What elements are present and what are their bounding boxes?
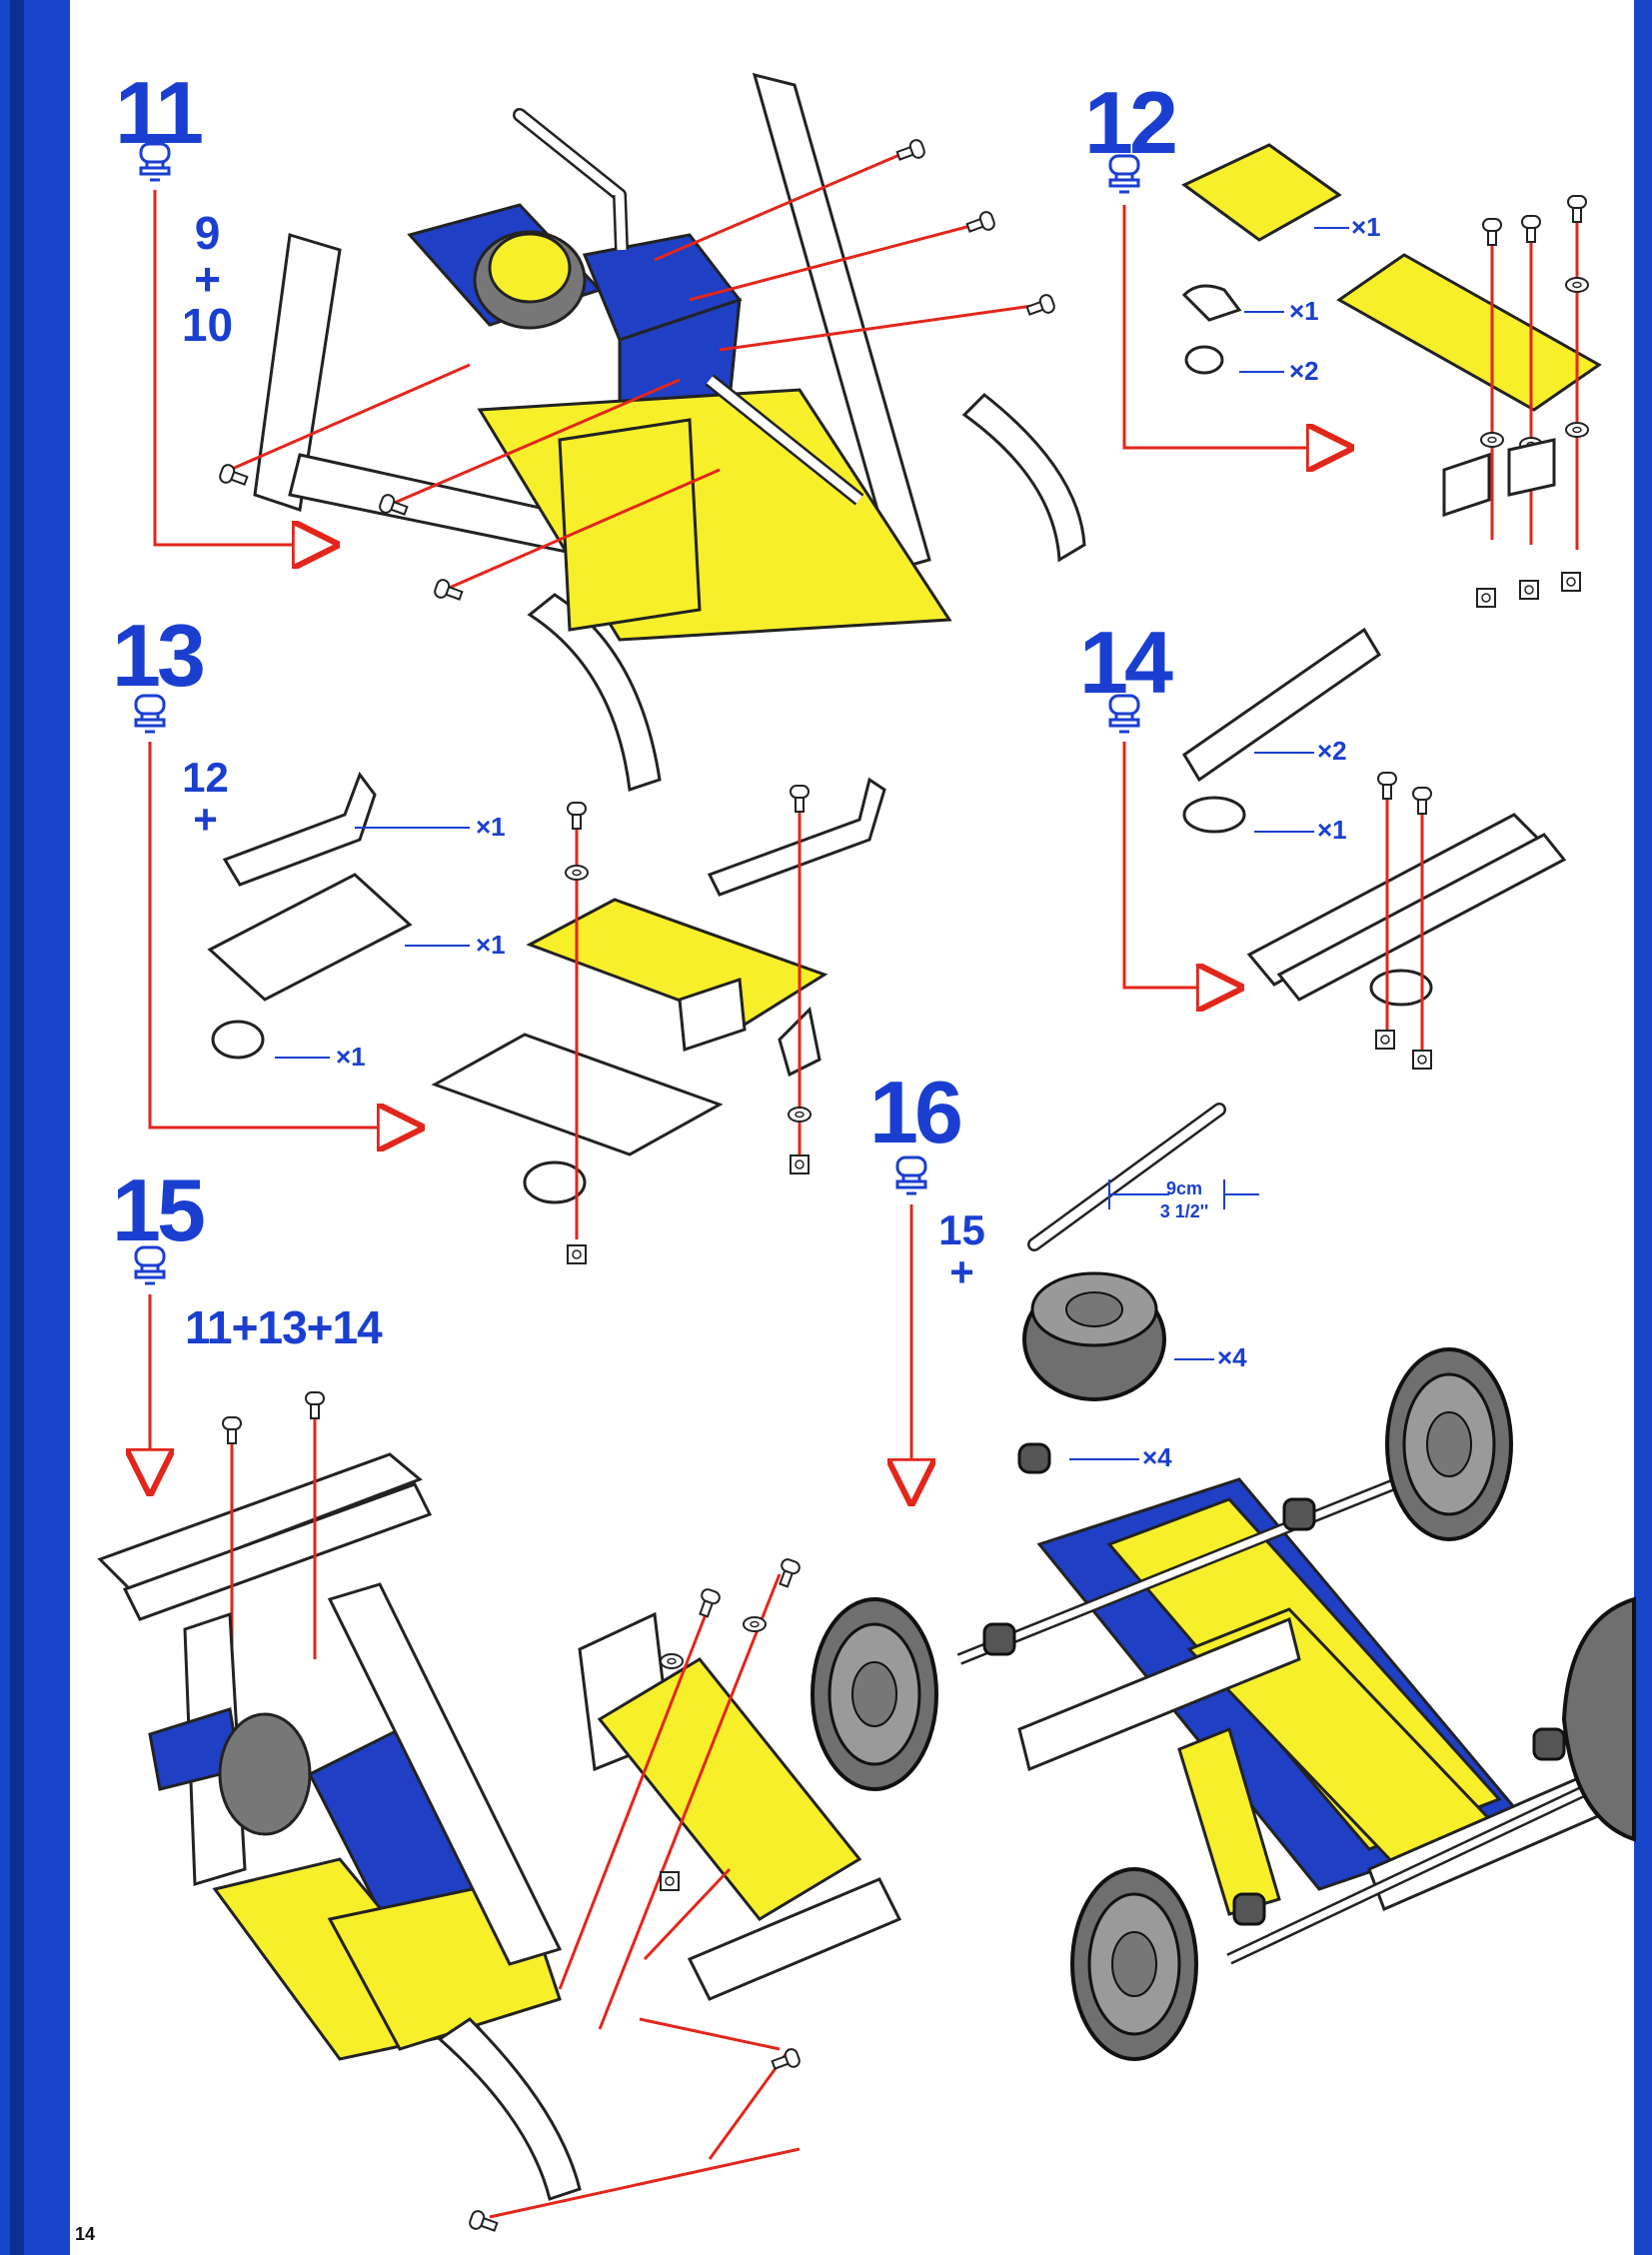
step-11-ref-plus: + xyxy=(194,253,221,305)
step-14-qty-angle: ×1 xyxy=(1317,815,1347,845)
step-13-qty-plate: ×1 xyxy=(476,930,506,960)
step-12-qty-angle: ×2 xyxy=(1289,356,1319,386)
step-11-number: 11 xyxy=(115,63,204,162)
right-page-border xyxy=(1634,0,1652,2255)
step-13-qty-bracket: ×1 xyxy=(476,812,506,842)
step-16-number: 16 xyxy=(869,1063,963,1161)
step-13-refs: 12 + xyxy=(178,757,233,841)
step-11-ref-a: 9 xyxy=(194,207,221,259)
step-15-number: 15 xyxy=(112,1160,206,1259)
rod-length-imperial: 3 1/2'' xyxy=(1159,1200,1209,1221)
step-11-refs: 9 + 10 xyxy=(180,210,235,348)
step-16-rod-length: 9cm 3 1/2'' xyxy=(1149,1177,1219,1222)
step-11-ref-b: 10 xyxy=(181,299,234,351)
step-16-qty-collar: ×4 xyxy=(1142,1442,1172,1472)
page-number: 14 xyxy=(75,2224,96,2244)
step-12-qty-bracket: ×1 xyxy=(1289,296,1319,326)
step-12-number: 12 xyxy=(1084,73,1178,172)
step-13-ref-plus: + xyxy=(193,796,218,843)
left-page-border-shade xyxy=(10,0,24,2255)
step-14-qty-strip: ×2 xyxy=(1317,736,1347,766)
step-13-ref-a: 12 xyxy=(182,754,229,801)
step-15-refs: 11+13+14 xyxy=(185,1301,383,1353)
step-16-qty-wheel: ×4 xyxy=(1217,1342,1247,1372)
step-12-qty-plate: ×1 xyxy=(1351,212,1381,242)
step-13-qty-angle: ×1 xyxy=(336,1042,366,1072)
step-16-refs: 15 + xyxy=(934,1209,989,1293)
step-14-number: 14 xyxy=(1079,613,1173,712)
step-16-ref-plus: + xyxy=(949,1248,974,1295)
step-13-number: 13 xyxy=(112,606,206,705)
rod-length-metric: 9cm xyxy=(1165,1178,1203,1198)
step-16-ref-a: 15 xyxy=(938,1206,985,1253)
